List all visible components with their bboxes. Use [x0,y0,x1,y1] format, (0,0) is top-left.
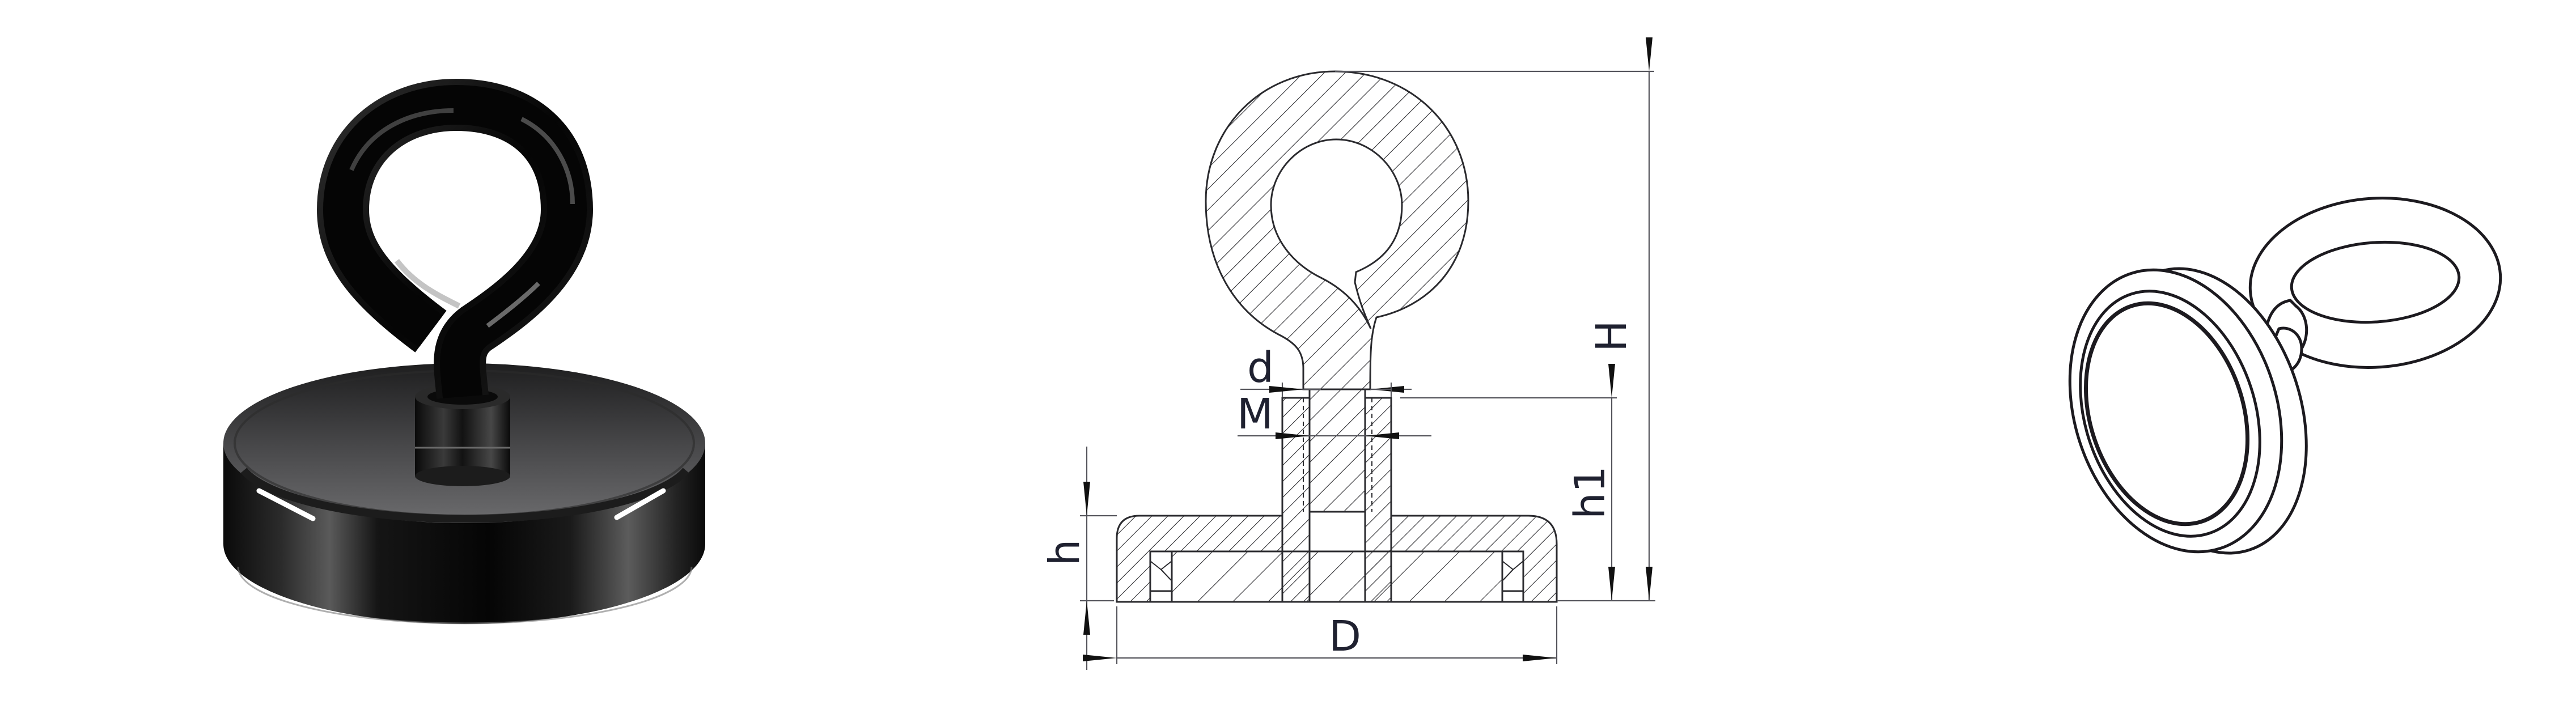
label-M: M [1237,390,1273,439]
eye-hook [316,78,594,400]
technical-drawing-panel: d M H h1 h D [935,0,1899,705]
label-d: d [1247,343,1274,392]
hook-collar [415,397,510,476]
product-render-panel [0,0,935,705]
bore-cavity [1308,511,1366,553]
label-H: H [1587,320,1636,352]
magnet-render [223,78,705,625]
sketch-magnet-face [2084,301,2249,526]
insulator-ring-right [1501,550,1524,603]
insulator-ring-left [1149,550,1173,603]
line-sketch-panel [1899,0,2576,705]
label-D: D [1329,612,1361,661]
magnet-core [1171,550,1503,603]
section-drawing [1080,37,1655,670]
label-h: h [1040,539,1090,566]
hook-eye-hole [1270,138,1403,329]
sketch-eye-ring [2248,197,2502,369]
magnet-sketch [2068,197,2502,555]
edge-highlight-right [614,488,666,520]
edge-highlight-left [256,488,316,521]
label-h1: h1 [1565,466,1615,519]
